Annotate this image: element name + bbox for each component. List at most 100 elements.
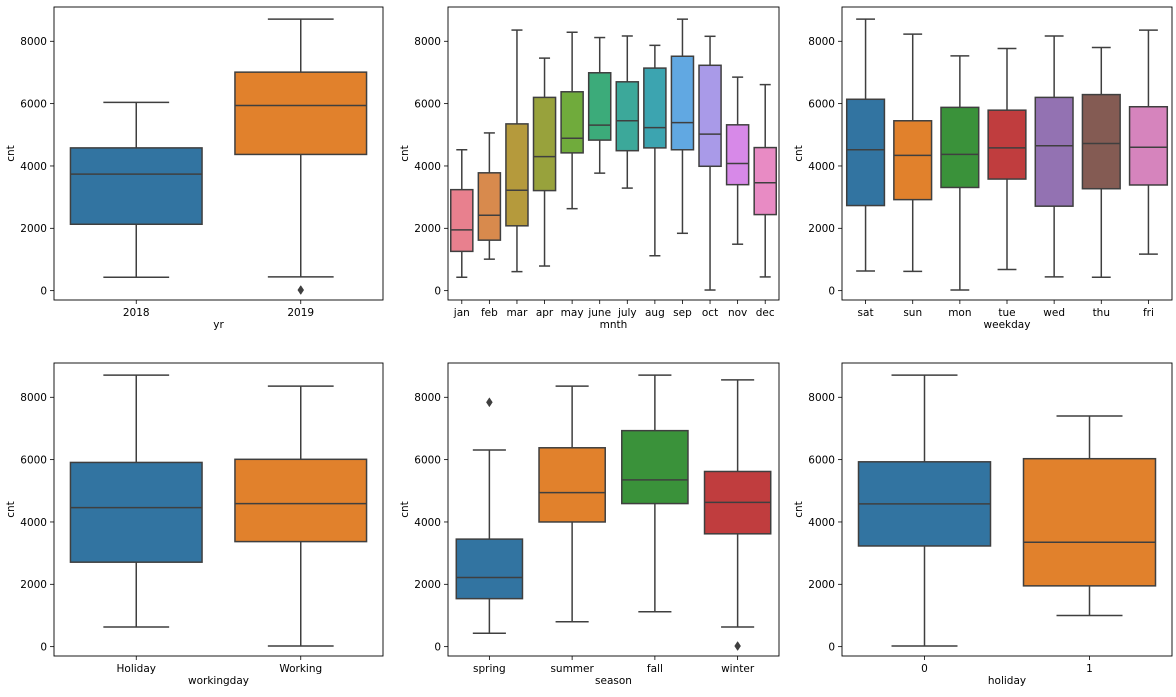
- x-tick-label: may: [561, 307, 584, 319]
- box-jan: [450, 188, 474, 253]
- y-tick-label: 4000: [20, 161, 47, 173]
- x-tick-label: aug: [645, 307, 665, 319]
- axes-frame: [447, 362, 780, 657]
- box-Holiday: [69, 461, 203, 563]
- x-tick-label: tue: [998, 307, 1015, 319]
- y-axis-label: cnt: [793, 145, 805, 162]
- x-tick-label: feb: [481, 307, 498, 319]
- box-thu: [1081, 93, 1121, 190]
- x-tick-label: dec: [756, 307, 775, 319]
- box-oct: [698, 64, 722, 168]
- x-tick-label: wed: [1043, 307, 1065, 319]
- y-tick-label: 4000: [20, 517, 47, 529]
- y-tick-label: 6000: [414, 98, 441, 110]
- x-tick-label: fri: [1143, 307, 1154, 319]
- y-tick-label: 0: [434, 641, 441, 653]
- axes-frame: [447, 6, 780, 301]
- box-feb: [477, 172, 502, 241]
- x-axis-label: season: [595, 675, 632, 687]
- x-tick-label: jan: [453, 307, 470, 319]
- y-tick-label: 6000: [808, 98, 835, 110]
- y-tick-label: 6000: [414, 454, 441, 466]
- flier-2019: [297, 285, 305, 295]
- x-tick-label: sun: [903, 307, 922, 319]
- y-tick-label: 8000: [808, 36, 835, 48]
- y-tick-label: 4000: [414, 161, 441, 173]
- x-axis-label: workingday: [188, 675, 249, 687]
- boxplot-panel-season: 0 2000 4000 6000 8000 spring summer fall winter s…: [399, 362, 780, 687]
- box-apr: [532, 96, 557, 192]
- y-tick-label: 8000: [20, 36, 47, 48]
- box-fri: [1128, 105, 1169, 186]
- box-Working: [234, 458, 368, 543]
- box-2019: [234, 71, 368, 156]
- x-axis-label: yr: [213, 319, 224, 331]
- x-tick-label: 2019: [287, 307, 314, 319]
- box-sat: [845, 98, 886, 207]
- flier-spring: [486, 397, 493, 408]
- box-mar: [505, 123, 529, 227]
- box-nov: [725, 124, 750, 186]
- x-tick-label: Holiday: [117, 663, 156, 675]
- x-tick-label: mar: [506, 307, 528, 319]
- x-tick-label: summer: [550, 663, 594, 675]
- flier-winter: [734, 641, 741, 651]
- x-tick-label: sat: [858, 307, 874, 319]
- y-tick-label: 0: [40, 285, 47, 297]
- y-tick-label: 0: [828, 285, 835, 297]
- y-tick-label: 6000: [20, 454, 47, 466]
- box-fall: [621, 429, 689, 505]
- x-tick-label: fall: [647, 663, 663, 675]
- y-tick-label: 4000: [808, 161, 835, 173]
- axes-frame: [841, 362, 1173, 657]
- y-tick-label: 2000: [414, 223, 441, 235]
- x-tick-label: oct: [702, 307, 718, 319]
- y-axis-label: cnt: [399, 501, 411, 518]
- box-aug: [643, 67, 667, 149]
- box-2018: [69, 147, 203, 226]
- y-tick-label: 2000: [20, 223, 47, 235]
- x-tick-label: winter: [721, 663, 755, 675]
- y-tick-label: 2000: [808, 579, 835, 591]
- y-tick-label: 4000: [808, 517, 835, 529]
- x-tick-label: july: [617, 307, 637, 319]
- box-sep: [670, 55, 695, 151]
- x-tick-label: june: [587, 307, 611, 319]
- x-tick-label: sep: [673, 307, 692, 319]
- x-tick-label: mon: [948, 307, 971, 319]
- box-1: [1022, 457, 1157, 587]
- y-tick-label: 6000: [20, 98, 47, 110]
- y-tick-label: 4000: [414, 517, 441, 529]
- box-may: [560, 91, 584, 154]
- box-june: [587, 72, 612, 141]
- y-axis-label: cnt: [793, 501, 805, 518]
- x-axis-label: holiday: [988, 675, 1026, 687]
- box-sun: [893, 120, 933, 201]
- x-tick-label: 2018: [123, 307, 150, 319]
- box-mon: [940, 106, 980, 189]
- y-tick-label: 0: [40, 641, 47, 653]
- y-tick-label: 2000: [20, 579, 47, 591]
- y-tick-label: 8000: [808, 392, 835, 404]
- box-dec: [753, 146, 777, 216]
- y-tick-label: 2000: [808, 223, 835, 235]
- y-tick-label: 6000: [808, 454, 835, 466]
- y-tick-label: 8000: [414, 36, 441, 48]
- x-axis-label: mnth: [600, 319, 628, 331]
- y-tick-label: 8000: [414, 392, 441, 404]
- x-axis-label: weekday: [984, 319, 1031, 331]
- box-tue: [987, 109, 1027, 180]
- y-axis-label: cnt: [5, 501, 17, 518]
- axes-frame: [841, 6, 1173, 301]
- y-tick-label: 0: [434, 285, 441, 297]
- x-tick-label: apr: [536, 307, 554, 319]
- x-tick-label: spring: [473, 663, 506, 675]
- y-tick-label: 2000: [414, 579, 441, 591]
- box-wed: [1034, 96, 1074, 207]
- y-axis-label: cnt: [5, 145, 17, 162]
- box-spring: [455, 538, 524, 600]
